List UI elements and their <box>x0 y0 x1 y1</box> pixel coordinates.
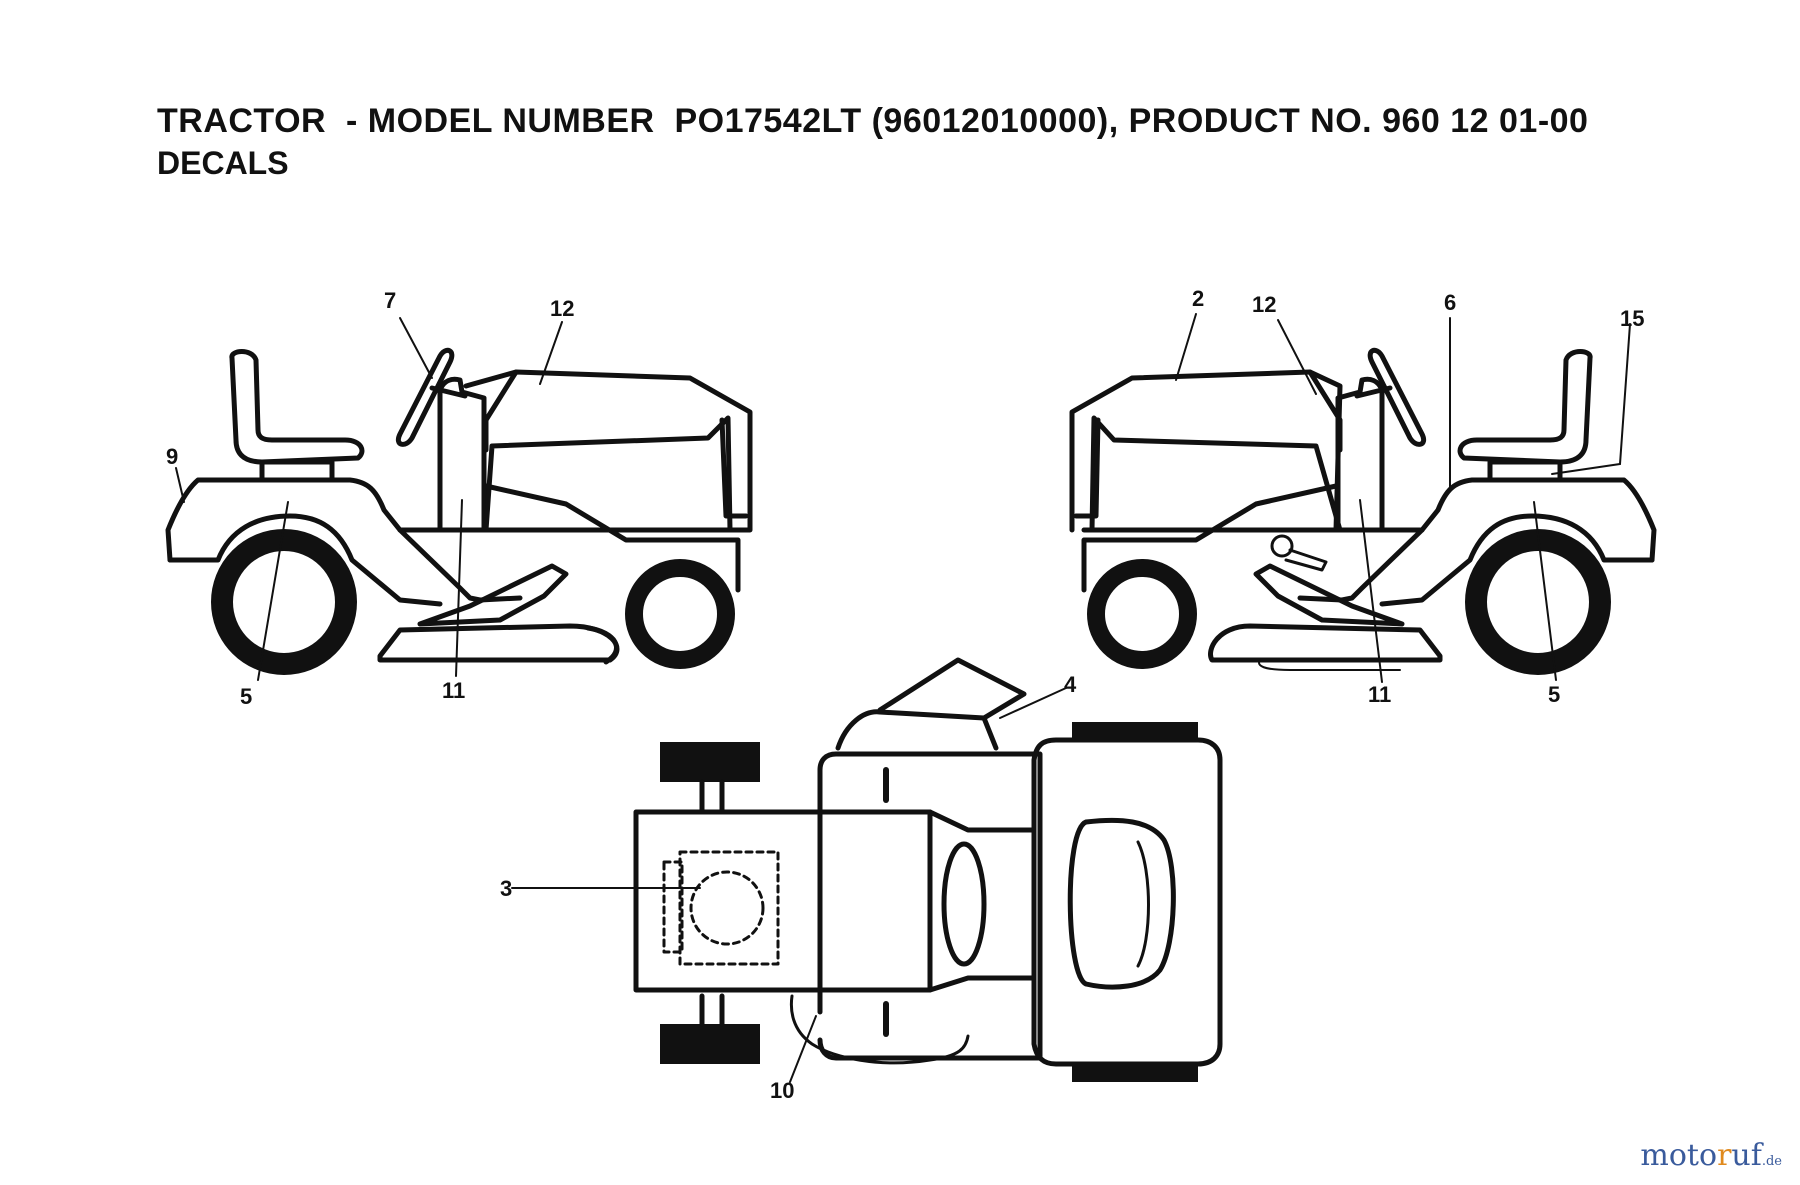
steering-wheel-left <box>396 347 455 447</box>
callout-6: 6 <box>1444 290 1456 315</box>
callout-4: 4 <box>1064 672 1077 697</box>
left-leader-lines <box>175 317 563 681</box>
rear-body-top <box>1031 737 1223 1067</box>
tractor-top-view <box>633 657 1223 1082</box>
top-leader-lines <box>511 687 1067 1083</box>
decal-circle <box>689 870 765 946</box>
rear-fender-left <box>165 477 523 603</box>
rear-wheel-right <box>1465 529 1611 675</box>
rear-fender-right <box>1297 477 1657 603</box>
callout-5-right: 5 <box>1548 682 1560 707</box>
seat-post-left <box>259 459 335 483</box>
frame-left <box>483 483 741 593</box>
rear-left-tire-top <box>1072 722 1198 738</box>
frame-right <box>1081 483 1339 593</box>
lift-lever-knob <box>1270 534 1294 558</box>
hood-right <box>1069 369 1343 533</box>
tractor-left-wheels <box>211 529 735 675</box>
steering-wheel-top <box>941 841 987 967</box>
mower-deck-left <box>377 623 620 663</box>
callout-12-left: 12 <box>550 296 574 321</box>
seat-right <box>1457 349 1593 465</box>
callout-9: 9 <box>166 444 178 469</box>
discharge-chute <box>877 657 1027 721</box>
callout-3: 3 <box>500 876 512 901</box>
callout-10: 10 <box>770 1078 794 1103</box>
front-right-tire-top <box>660 1024 760 1064</box>
front-wheel-right <box>1087 559 1197 669</box>
watermark-logo: motoruf.de <box>1640 1138 1782 1173</box>
mower-deck-right <box>1208 623 1443 663</box>
dash-left <box>437 376 487 533</box>
right-leader-lines <box>1175 313 1631 683</box>
seat-top <box>1067 817 1176 990</box>
front-bumper-top <box>789 994 970 1065</box>
pedal-left <box>417 563 569 627</box>
tractor-left-side-view <box>165 347 753 665</box>
hood-left <box>463 369 753 533</box>
seat-left <box>229 349 365 465</box>
hood-top <box>633 809 933 993</box>
callout-5-left: 5 <box>240 684 252 709</box>
callout-2: 2 <box>1192 286 1204 311</box>
callout-7: 7 <box>384 288 396 313</box>
pedal-right <box>1253 563 1405 627</box>
seat-post-right <box>1487 459 1563 483</box>
rear-right-tire-top <box>1072 1066 1198 1082</box>
decal-area <box>678 850 780 966</box>
callout-12-right: 12 <box>1252 292 1276 317</box>
callout-labels: 7 12 9 5 11 2 12 6 15 11 5 4 3 10 <box>166 286 1644 1103</box>
callout-11-left: 11 <box>442 678 465 703</box>
front-left-tire-top <box>660 742 760 782</box>
tractor-right-side-view <box>1069 347 1657 671</box>
diagram-subtitle: DECALS <box>157 145 289 181</box>
decal-area-outer <box>662 860 684 954</box>
diagram-title: TRACTOR - MODEL NUMBER PO17542LT (960120… <box>157 102 1589 140</box>
rear-wheel-left <box>211 529 357 675</box>
steering-wheel-right <box>1367 347 1426 447</box>
callout-11-right: 11 <box>1368 682 1391 707</box>
front-wheel-left <box>625 559 735 669</box>
callout-15: 15 <box>1620 306 1644 331</box>
